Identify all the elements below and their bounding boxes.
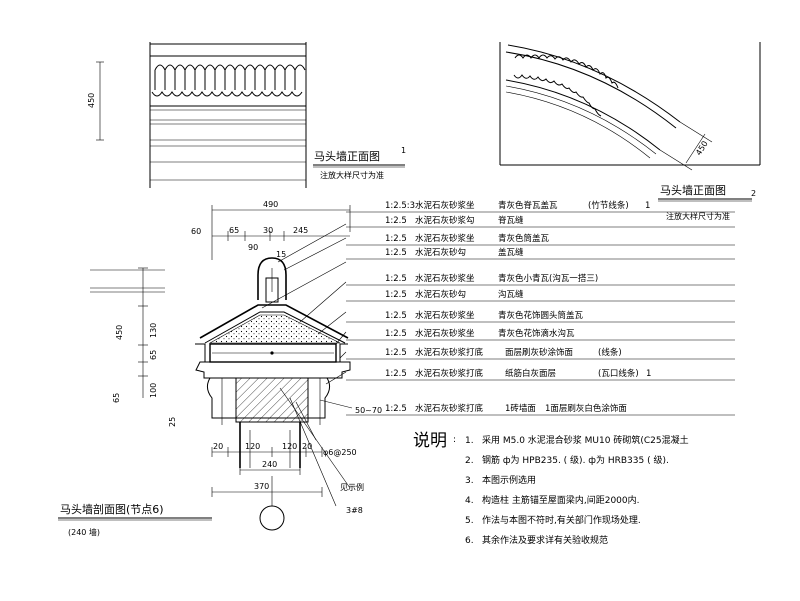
layer-ratio: 1:2.5: [385, 234, 407, 244]
layer-material: 面层刷灰砂涂饰面: [505, 347, 574, 358]
dim-bottom-370: 370: [254, 482, 269, 491]
notes: 说明 : 1. 采用 M5.0 水泥混合砂浆 MU10 砖砌筑(C25混凝土 2. 钢…: [413, 431, 689, 546]
section-title: 马头墙剖面图(节点6): [60, 502, 164, 516]
layer-text: 水泥石灰砂浆坐: [415, 200, 475, 211]
note-number: 6.: [465, 536, 474, 546]
layer-material: 青灰色花饰滴水沟瓦: [498, 328, 575, 339]
tile-row: [151, 64, 306, 97]
notes-heading: 说明: [413, 431, 447, 451]
layer-text: 水泥石灰砂勾: [415, 247, 466, 258]
note-number: 2.: [465, 456, 474, 466]
layer-material: 1砖墙面: [505, 403, 536, 414]
layer-text: 水泥石灰砂浆坐: [415, 273, 475, 284]
dim-100: 100: [149, 383, 158, 398]
layer-extra: (瓦口线条): [598, 368, 639, 379]
dim-30: 30: [263, 226, 273, 235]
curved-tile-row: [513, 54, 619, 117]
layer-material: 盖瓦缝: [498, 247, 524, 258]
dim-450-left: 450: [115, 325, 124, 340]
note-number: 1.: [465, 436, 474, 446]
layer-text: 水泥石灰砂浆打底: [415, 368, 484, 379]
dim-bottom-120b: 120: [282, 442, 297, 451]
note-text: 作法与本图不符时,有关部门作现场处理.: [482, 514, 641, 526]
elevation-2-subtitle: 注放大样尺寸为准: [666, 211, 730, 221]
note-text: 钢筋 ф为 HPB235. ( 级). ф为 HRB335 ( 级).: [482, 454, 669, 466]
layer-extra: (线条): [598, 347, 622, 358]
layer-text: 水泥石灰砂浆打底: [415, 347, 484, 358]
dim-490: 490: [263, 200, 278, 209]
dim-60: 60: [191, 227, 201, 236]
note-text: 其余作法及要求详有关验收规范: [482, 534, 608, 546]
note-text: 采用 M5.0 水泥混合砂浆 MU10 砖砌筑(C25混凝土: [482, 434, 689, 446]
layer-material: 青灰色小青瓦(沟瓦一搭三): [498, 273, 598, 284]
elevation-2-number: 2: [751, 189, 756, 198]
dim-245: 245: [293, 226, 308, 235]
dim-65-left2: 65: [112, 393, 121, 403]
layer-ratio: 1:2.5: [385, 369, 407, 379]
layer-text: 水泥石灰砂浆坐: [415, 310, 475, 321]
note-number: 5.: [465, 516, 474, 526]
layer-material: 脊瓦缝: [498, 215, 524, 226]
dim-right-50-70: 50~70: [355, 406, 382, 415]
ref-label: 见示例: [340, 482, 364, 492]
layer-ratio: 1:2.5: [385, 248, 407, 258]
note-number: 4.: [465, 496, 474, 506]
layer-extra-num: 1: [646, 369, 651, 379]
note-text: 本图示例选用: [482, 474, 536, 486]
dim-25: 25: [168, 417, 177, 427]
dim-15: 15: [276, 250, 286, 259]
layer-ratio: 1:2.5:3: [385, 201, 415, 211]
dim-bottom-20b: 20: [302, 442, 312, 451]
note-number: 3.: [465, 476, 474, 486]
note-text: 构造柱 主筋锚至屋面梁内,间距2000内.: [482, 494, 640, 506]
elevation-1: 450 马头墙正面图 1 注放大样尺寸为准: [87, 42, 406, 188]
layer-ratio: 1:2.5: [385, 404, 407, 414]
layer-extra: (竹节线条): [588, 200, 629, 211]
layer-ratio: 1:2.5: [385, 311, 407, 321]
dim-bottom-120a: 120: [245, 442, 260, 451]
layer-text: 水泥石灰砂浆打底: [415, 403, 484, 414]
dim-130: 130: [149, 323, 158, 338]
layer-material: 青灰色脊瓦盖瓦: [498, 200, 558, 211]
elevation-1-number: 1: [401, 146, 406, 155]
dim-height-elev1: 450: [87, 93, 96, 108]
layer-material: 青灰色花饰圆头筒盖瓦: [498, 310, 584, 321]
layer-ratio: 1:2.5: [385, 216, 407, 226]
layer-material: 青灰色筒盖瓦: [498, 233, 550, 244]
layer-text: 水泥石灰砂勾: [415, 289, 466, 300]
section-detail: 490 60 65 30 245 90 15 450 130 65 65 100…: [58, 200, 382, 537]
dim-bottom-20a: 20: [213, 442, 223, 451]
bubble-label: 3#8: [346, 506, 363, 515]
layer-ratio: 1:2.5: [385, 274, 407, 284]
section-subtitle: (240 墙): [68, 527, 100, 537]
elevation-2: 450 马头墙正面图 2 注放大样尺寸为准: [499, 42, 761, 221]
svg-text::: :: [453, 435, 456, 445]
elevation-1-subtitle: 注放大样尺寸为准: [320, 170, 384, 180]
layer-material: 沟瓦缝: [498, 289, 524, 300]
layer-text: 水泥石灰砂浆坐: [415, 328, 475, 339]
layer-ratio: 1:2.5: [385, 348, 407, 358]
dim-65: 65: [229, 226, 239, 235]
elevation-2-title: 马头墙正面图: [660, 183, 726, 197]
dim-65-left: 65: [149, 350, 158, 360]
layer-text: 水泥石灰砂浆勾: [415, 215, 475, 226]
dim-elev2: 450: [694, 139, 710, 157]
layer-extra-num: 1: [645, 201, 650, 211]
rebar-label: φ6@250: [323, 448, 357, 457]
notes-list: 1. 采用 M5.0 水泥混合砂浆 MU10 砖砌筑(C25混凝土 2. 钢筋 ф为 …: [465, 434, 689, 546]
dim-90: 90: [248, 243, 258, 252]
elevation-1-title: 马头墙正面图: [314, 149, 380, 163]
dim-bottom-240: 240: [262, 460, 277, 469]
layer-extra: 1面层刷灰白色涂饰面: [545, 403, 627, 414]
layer-text: 水泥石灰砂浆坐: [415, 233, 475, 244]
layer-ratio: 1:2.5: [385, 329, 407, 339]
layer-material: 纸筋白灰面层: [505, 368, 556, 379]
layer-ratio: 1:2.5: [385, 290, 407, 300]
